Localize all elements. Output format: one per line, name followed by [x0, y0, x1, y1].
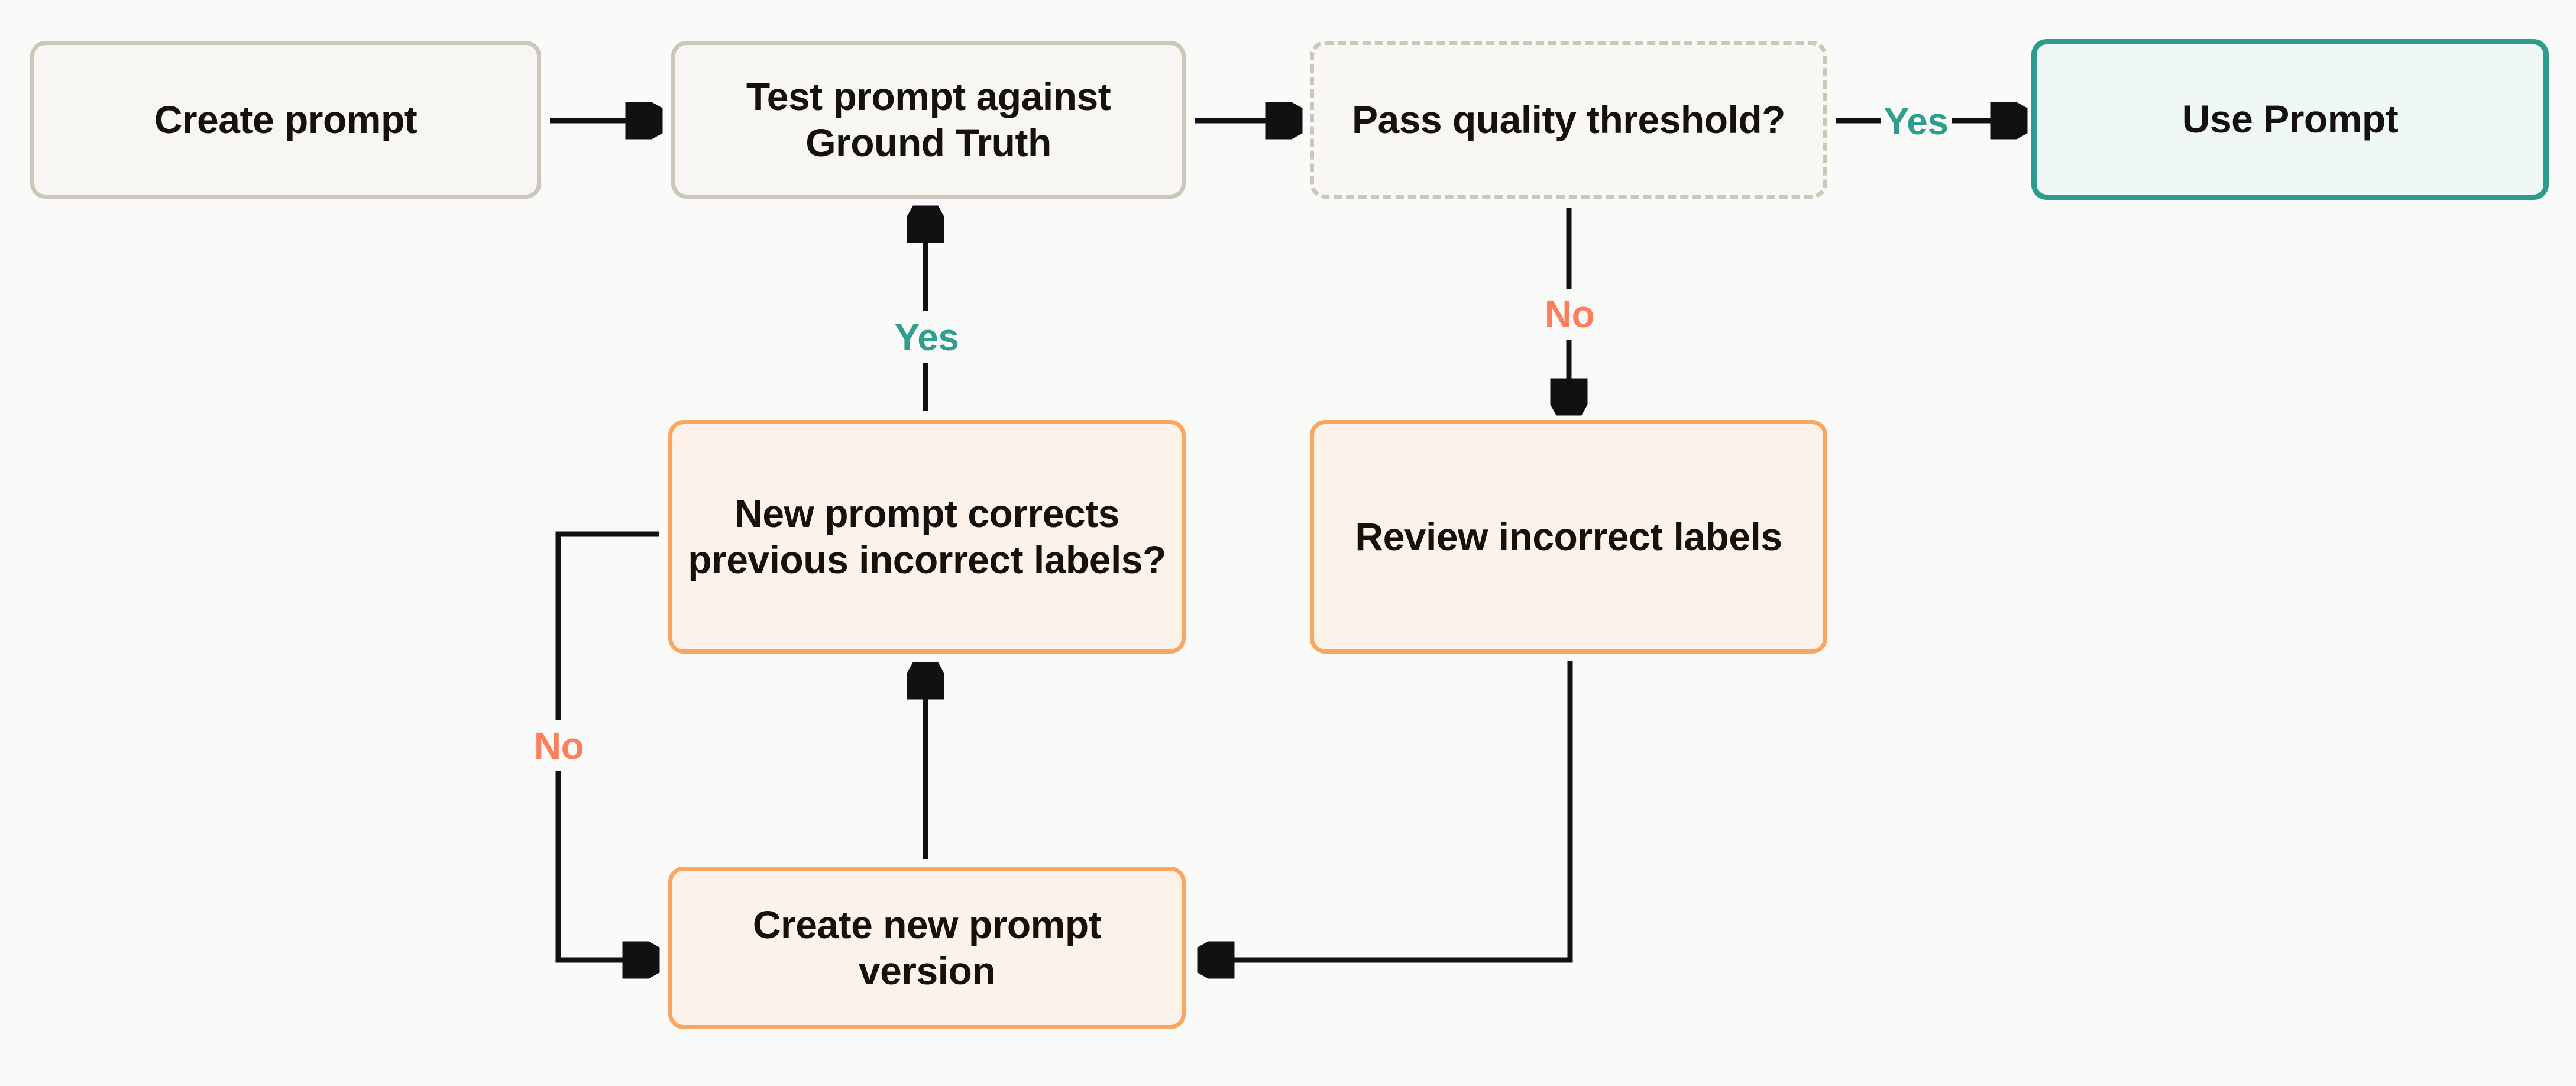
edge-review-to-version: [1203, 661, 1573, 960]
node-label-test-prompt: Test prompt against Ground Truth: [746, 74, 1111, 164]
node-label-review-incorrect-labels: Review incorrect labels: [1355, 514, 1782, 558]
node-test-prompt[interactable]: Test prompt against Ground Truth: [671, 41, 1186, 199]
node-label-new-prompt-corrects: New prompt corrects previous incorrect l…: [688, 491, 1166, 581]
node-new-prompt-corrects[interactable]: New prompt corrects previous incorrect l…: [668, 420, 1186, 654]
node-create-new-prompt-version[interactable]: Create new prompt version: [668, 867, 1186, 1029]
node-review-incorrect-labels[interactable]: Review incorrect labels: [1310, 420, 1827, 654]
node-label-use-prompt: Use Prompt: [2182, 97, 2399, 141]
node-label-create-new-prompt-version: Create new prompt version: [752, 902, 1102, 993]
node-create-prompt[interactable]: Create prompt: [30, 41, 541, 199]
edge-label-yes-use-prompt: Yes: [1881, 96, 1952, 146]
node-label-pass-quality-threshold: Pass quality threshold?: [1352, 97, 1786, 141]
node-label-create-prompt: Create prompt: [154, 97, 418, 141]
edge-corrects-to-version-top: [555, 531, 659, 723]
edge-label-no-create-version: No: [525, 720, 593, 771]
edge-corrects-to-version-bottom: [555, 769, 653, 960]
node-pass-quality-threshold[interactable]: Pass quality threshold?: [1310, 41, 1827, 199]
edge-label-no-review: No: [1535, 289, 1604, 340]
edge-label-yes-test-prompt: Yes: [891, 311, 963, 363]
node-use-prompt[interactable]: Use Prompt: [2031, 39, 2549, 200]
